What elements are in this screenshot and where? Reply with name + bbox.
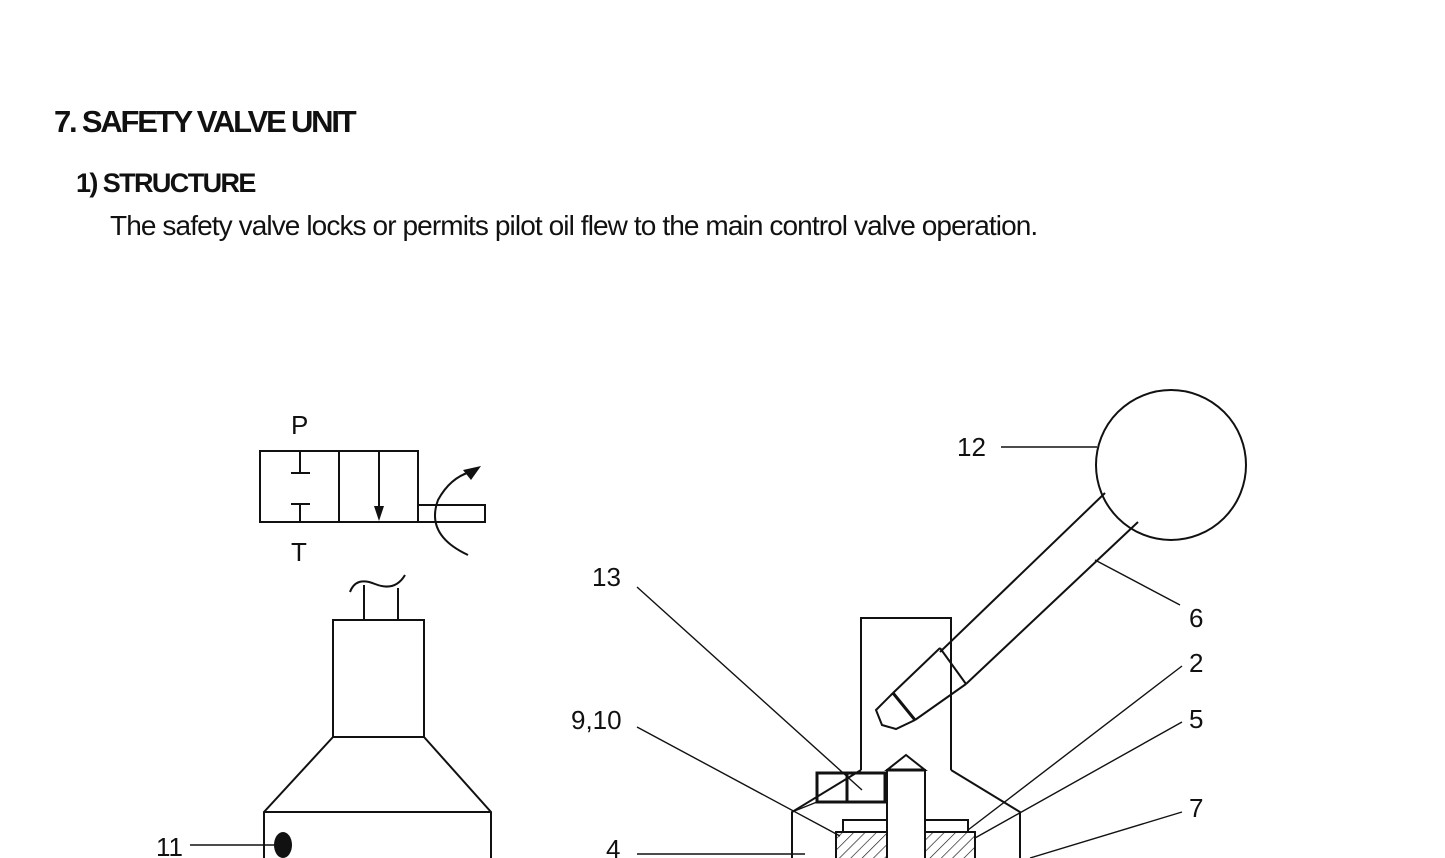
subsection-title: 1) STRUCTURE bbox=[76, 168, 256, 198]
part-label-9-10: 9,10 bbox=[571, 705, 622, 735]
port-t-label: T bbox=[291, 537, 307, 567]
part-label-12: 12 bbox=[957, 432, 986, 462]
part-label-5: 5 bbox=[1189, 704, 1203, 734]
lever-symbol bbox=[417, 504, 486, 523]
valve-symbol: P T bbox=[259, 410, 486, 567]
section-title: 7. SAFETY VALVE UNIT bbox=[54, 104, 357, 139]
part-label-11: 11 bbox=[156, 832, 183, 858]
part-label-13: 13 bbox=[592, 562, 621, 592]
part-label-2: 2 bbox=[1189, 648, 1203, 678]
part-label-7: 7 bbox=[1189, 793, 1203, 823]
knob bbox=[1095, 389, 1247, 541]
part-label-6: 6 bbox=[1189, 603, 1203, 633]
flow-arrow-icon bbox=[374, 506, 384, 521]
part-label-4: 4 bbox=[606, 834, 620, 858]
side-view: 11 bbox=[156, 574, 492, 858]
section-view: 12 13 9,10 4 6 2 5 7 bbox=[571, 389, 1247, 858]
description-text: The safety valve locks or permits pilot … bbox=[110, 210, 1038, 241]
rotation-arrow-icon bbox=[433, 471, 471, 556]
port-p-label: P bbox=[291, 410, 308, 440]
